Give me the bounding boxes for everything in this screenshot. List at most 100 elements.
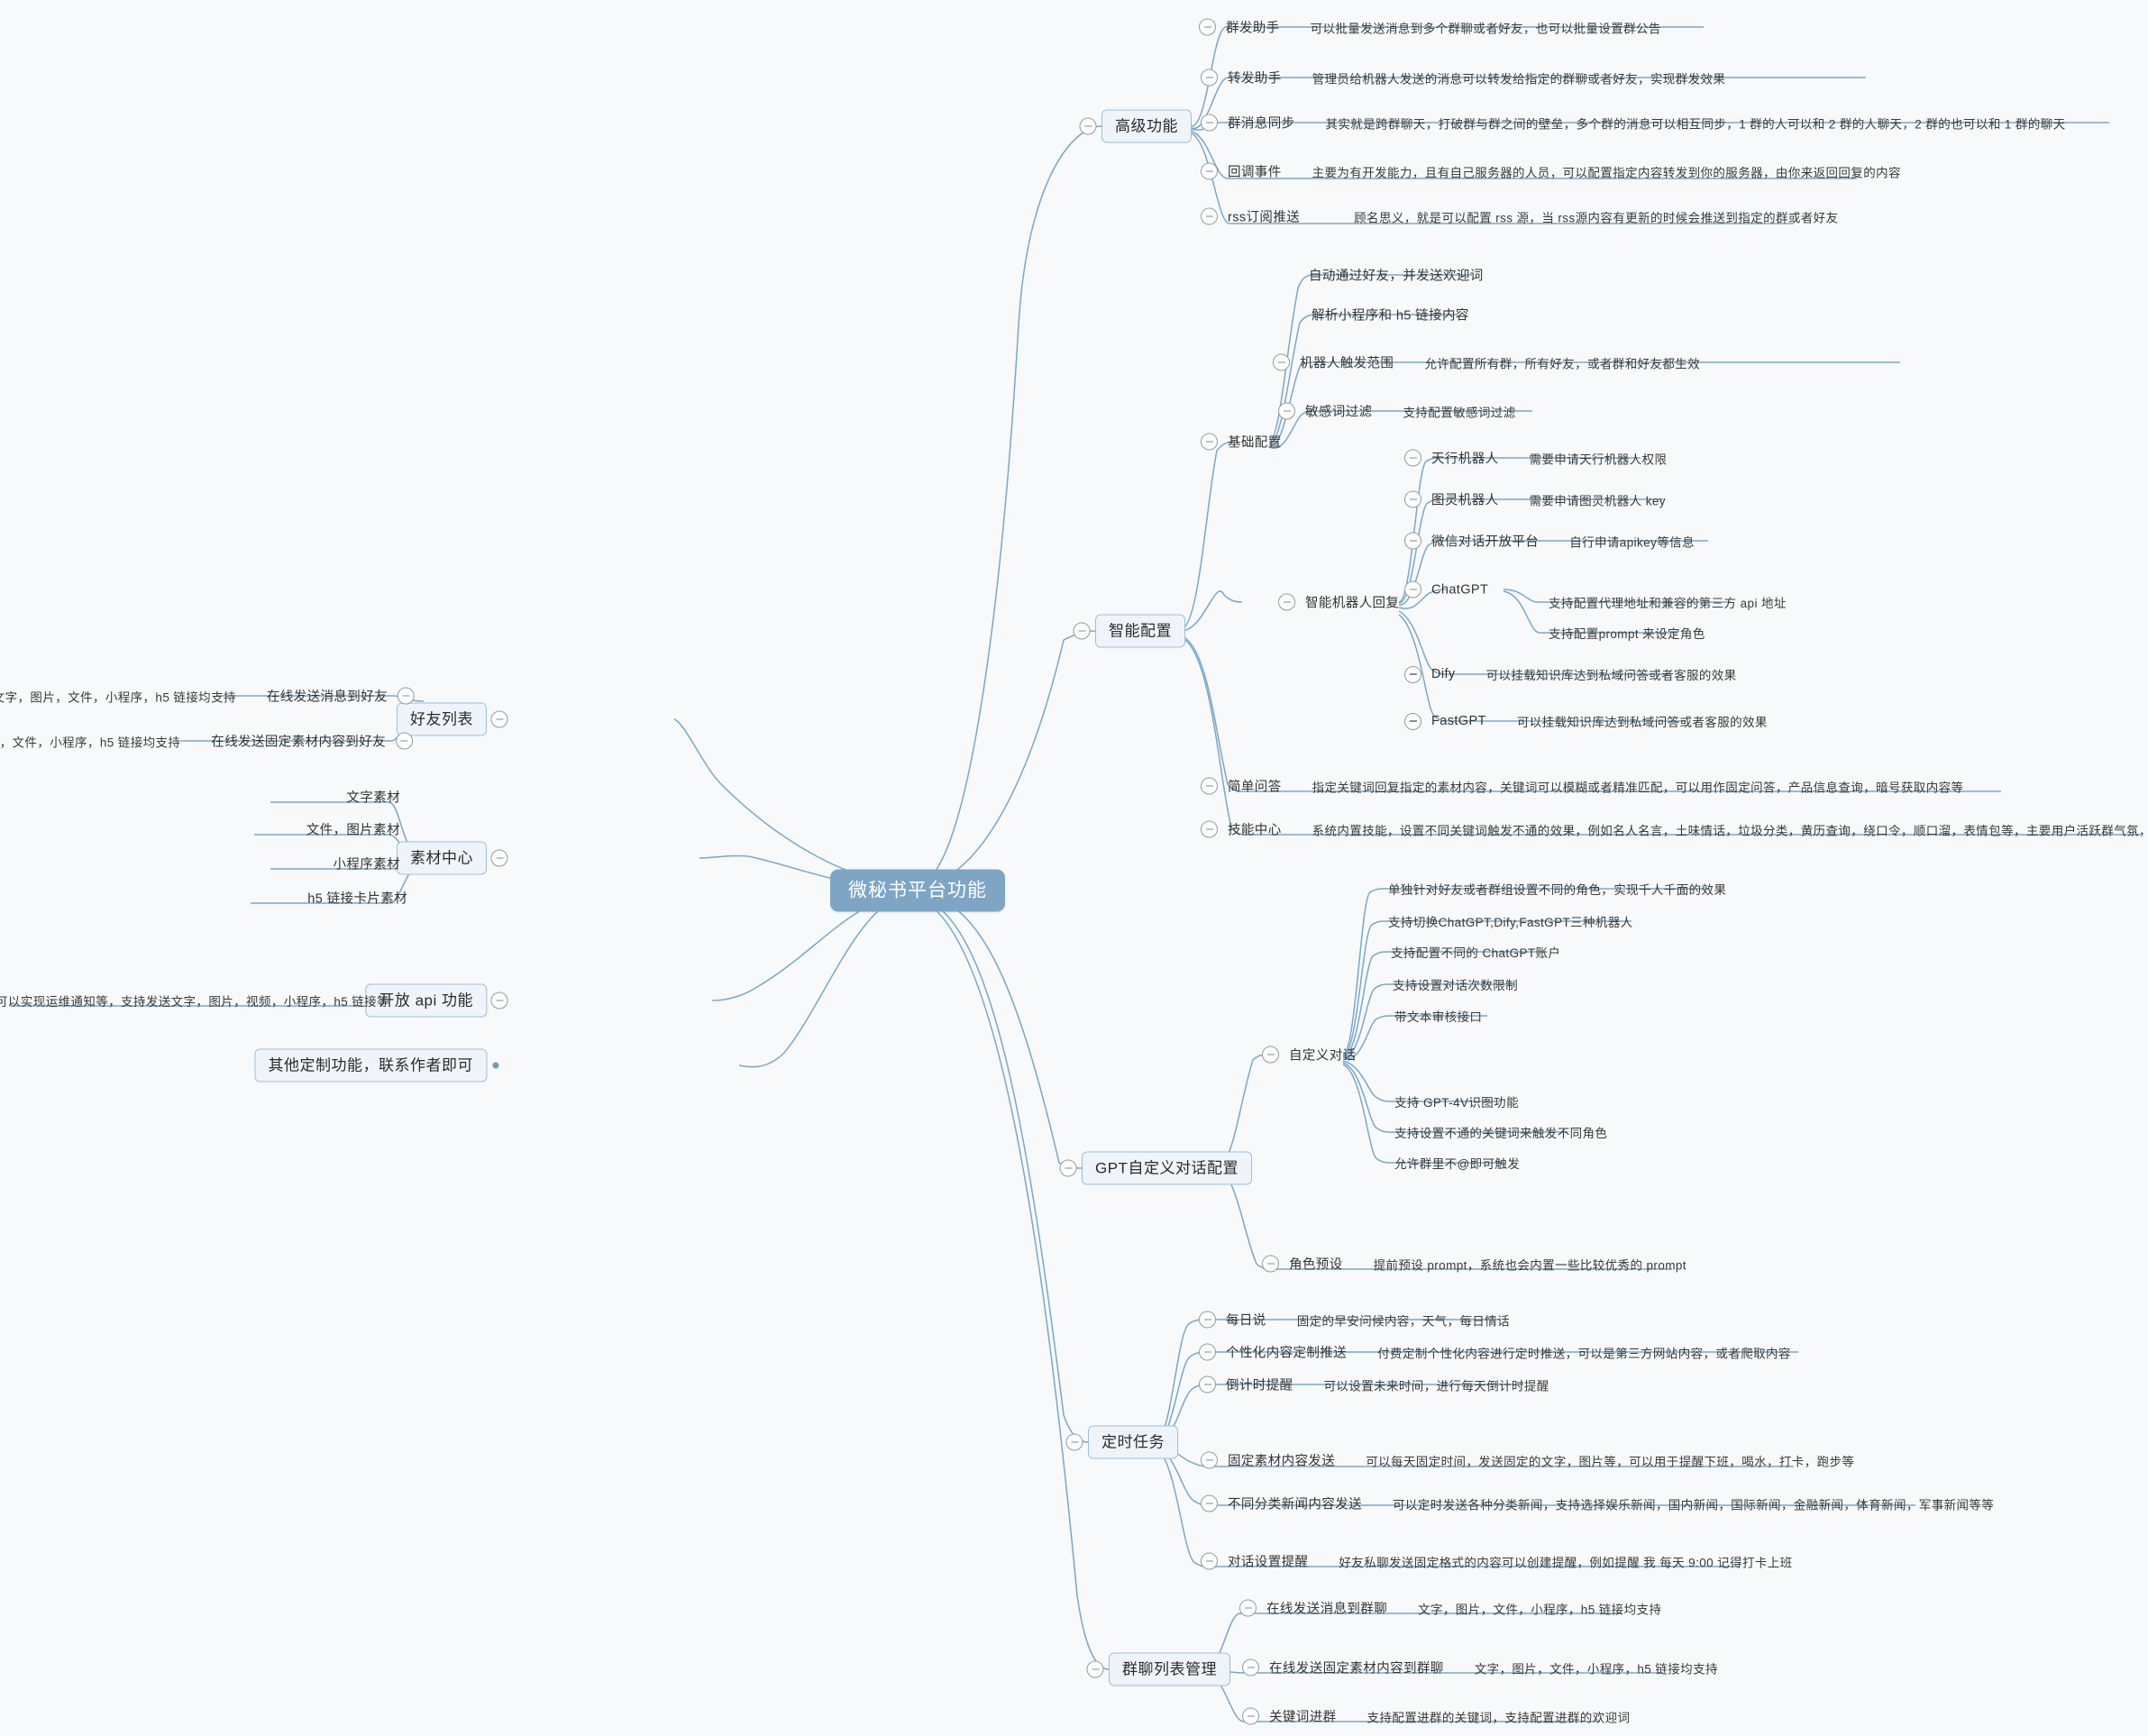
leaf-desc: 好友私聊发送固定格式的内容可以创建提醒，例如提醒 我 每天 9:00 记得打卡上…	[1339, 1556, 1793, 1569]
collapse-minus-icon[interactable]	[1278, 402, 1295, 420]
list-item[interactable]: 在线发送消息到群聊 文字，图片，文件，小程序，h5 链接均支持	[1239, 1599, 1661, 1618]
branch-open-api[interactable]: 开放 api 功能	[365, 983, 487, 1018]
list-item[interactable]: 个性化内容定制推送 付费定制个性化内容进行定时推送，可以是第三方网站内容，或者爬…	[1199, 1343, 1791, 1362]
list-item[interactable]: 关键词进群 支持配置进群的关键词，支持配置进群的欢迎词	[1242, 1707, 1630, 1726]
collapse-minus-icon[interactable]	[1404, 712, 1421, 730]
list-item-chatgpt[interactable]: ChatGPT	[1404, 580, 1488, 598]
list-item[interactable]: FastGPT 可以挂载知识库达到私域问答或者客服的效果	[1404, 712, 1768, 730]
branch-advanced-features[interactable]: 高级功能	[1101, 109, 1192, 143]
collapse-minus-icon[interactable]	[1404, 580, 1421, 598]
list-item[interactable]: 转发助手 管理员给机器人发送的消息可以转发给指定的群聊或者好友，实现群发效果	[1201, 69, 1725, 87]
branch-material-center[interactable]: 素材中心	[397, 841, 487, 875]
branch-friend-list[interactable]: 好友列表	[397, 702, 487, 736]
list-item[interactable]: 每日说 固定的早安问候内容，天气，每日情话	[1199, 1311, 1510, 1329]
sub-branch-basic-config[interactable]: 基础配置	[1201, 433, 1282, 452]
list-item[interactable]: 不同分类新闻内容发送 可以定时发送各种分类新闻，支持选择娱乐新闻，国内新闻，国际…	[1201, 1494, 1994, 1513]
collapse-minus-icon[interactable]	[490, 849, 508, 867]
collapse-minus-icon[interactable]	[1199, 1311, 1216, 1329]
collapse-minus-icon[interactable]	[1059, 1159, 1077, 1177]
collapse-minus-icon[interactable]	[1201, 114, 1218, 132]
list-item[interactable]: 回调事件 主要为有开发能力，且有自己服务器的人员，可以配置指定内容转发到你的服务…	[1201, 162, 1901, 181]
list-item[interactable]: 群消息同步 其实就是跨群聊天，打破群与群之间的壁垒，多个群的消息可以相互同步，1…	[1201, 114, 2066, 132]
sub-branch-custom-dialog[interactable]: 自定义对话	[1262, 1046, 1357, 1064]
collapse-minus-icon[interactable]	[1262, 1046, 1279, 1064]
collapse-minus-icon[interactable]	[1273, 353, 1290, 371]
list-item[interactable]: 带文本审核接口	[1394, 1007, 1482, 1025]
list-item[interactable]: 文字，图片，文件，小程序，h5 链接均支持 在线发送消息到好友	[0, 687, 415, 706]
branch-smart-config[interactable]: 智能配置	[1095, 614, 1185, 648]
list-item[interactable]: 简单问答 指定关键词回复指定的素材内容，关键词可以模糊或者精准匹配，可以用作固定…	[1201, 777, 1963, 796]
list-item[interactable]: 支持配置prompt 来设定角色	[1549, 624, 1705, 642]
root-node[interactable]: 微秘书平台功能	[830, 869, 1005, 912]
collapse-minus-icon[interactable]	[1239, 1599, 1257, 1617]
collapse-minus-icon[interactable]	[1201, 1552, 1218, 1570]
list-item[interactable]: 群发助手 可以批量发送消息到多个群聊或者好友，也可以批量设置群公告	[1199, 18, 1661, 37]
list-item[interactable]: 支持配置代理地址和兼容的第三方 api 地址	[1549, 593, 1787, 611]
collapse-minus-icon[interactable]	[490, 710, 508, 728]
collapse-minus-icon[interactable]	[1201, 433, 1218, 451]
list-item[interactable]: 固定素材内容发送 可以每天固定时间，发送固定的文字，图片等，可以用于提醒下班，喝…	[1201, 1451, 1854, 1470]
list-item[interactable]: 对话设置提醒 好友私聊发送固定格式的内容可以创建提醒，例如提醒 我 每天 9:0…	[1201, 1552, 1793, 1571]
collapse-minus-icon[interactable]	[1065, 1433, 1083, 1451]
branch-scheduled-task[interactable]: 定时任务	[1088, 1425, 1178, 1459]
list-item[interactable]: 任意系统调用接口发送消息到群聊和好友，可以实现运维通知等，支持发送文字，图片，视…	[0, 991, 389, 1010]
collapse-minus-icon[interactable]	[398, 687, 415, 705]
list-item[interactable]: 微信对话开放平台 自行申请apikey等信息	[1404, 532, 1695, 551]
collapse-minus-icon[interactable]	[1404, 490, 1421, 508]
list-item[interactable]: 角色预设 提前预设 prompt，系统也会内置一些比较优秀的 prompt	[1262, 1255, 1686, 1274]
leaf-title: FastGPT	[1431, 714, 1486, 728]
list-item[interactable]: 自动通过好友，并发送欢迎词	[1309, 266, 1484, 285]
list-item[interactable]: 机器人触发范围 允许配置所有群，所有好友，或者群和好友都生效	[1273, 353, 1700, 372]
list-item[interactable]: 文字，图片，文件，小程序，h5 链接均支持 在线发送固定素材内容到好友	[0, 732, 413, 751]
list-item[interactable]: 小程序素材	[334, 854, 401, 873]
collapse-minus-icon[interactable]	[1073, 622, 1091, 640]
collapse-minus-icon[interactable]	[1086, 1660, 1104, 1678]
collapse-minus-icon[interactable]	[1201, 1494, 1218, 1512]
collapse-minus-icon[interactable]	[490, 991, 508, 1010]
collapse-minus-icon[interactable]	[1079, 117, 1097, 135]
list-item[interactable]: 图灵机器人 需要申请图灵机器人 key	[1404, 490, 1666, 509]
collapse-minus-icon[interactable]	[1278, 593, 1295, 611]
collapse-minus-icon[interactable]	[1404, 665, 1421, 683]
list-item[interactable]: 技能中心 系统内置技能，设置不同关键词触发不通的效果，例如名人名言，土味情话，垃…	[1201, 820, 2148, 839]
branch-custom-other[interactable]: 其他定制功能，联系作者即可	[254, 1048, 487, 1083]
collapse-minus-icon[interactable]	[396, 732, 413, 750]
collapse-minus-icon[interactable]	[1242, 1658, 1259, 1677]
leaf-title: 在线发送消息到好友	[266, 690, 388, 705]
collapse-minus-icon[interactable]	[1404, 532, 1421, 550]
leaf-title: 倒计时提醒	[1226, 1378, 1293, 1393]
collapse-minus-icon[interactable]	[1199, 1343, 1216, 1361]
collapse-minus-icon[interactable]	[1404, 449, 1421, 467]
list-item[interactable]: 支持设置对话次数限制	[1393, 975, 1518, 993]
collapse-minus-icon[interactable]	[1199, 18, 1216, 36]
list-item[interactable]: 天行机器人 需要申请天行机器人权限	[1404, 449, 1667, 468]
list-item[interactable]: 支持设置不通的关键词来触发不同角色	[1394, 1123, 1607, 1141]
collapse-minus-icon[interactable]	[1242, 1707, 1259, 1725]
list-item[interactable]: 支持切换ChatGPT,Dify,FastGPT三种机器人	[1388, 912, 1633, 930]
list-item[interactable]: 在线发送固定素材内容到群聊 文字，图片，文件，小程序，h5 链接均支持	[1242, 1658, 1718, 1677]
collapse-minus-icon[interactable]	[1201, 162, 1218, 180]
collapse-minus-icon[interactable]	[1201, 777, 1218, 795]
branch-gpt-config[interactable]: GPT自定义对话配置	[1082, 1151, 1252, 1185]
list-item[interactable]: 文字素材	[346, 788, 400, 807]
list-item[interactable]: rss订阅推送 顾名思义，就是可以配置 rss 源，当 rss源内容有更新的时候…	[1201, 207, 1838, 226]
list-item[interactable]: 支持配置不同的 ChatGPT账户	[1391, 943, 1560, 961]
collapse-minus-icon[interactable]	[1201, 820, 1218, 838]
list-item[interactable]: 解析小程序和 h5 链接内容	[1312, 306, 1469, 324]
collapse-minus-icon[interactable]	[1201, 69, 1218, 87]
list-item[interactable]: h5 链接卡片素材	[307, 889, 407, 908]
list-item[interactable]: Dify 可以挂载知识库达到私域问答或者客服的效果	[1404, 665, 1737, 683]
list-item[interactable]: 倒计时提醒 可以设置未来时间，进行每天倒计时提醒	[1199, 1375, 1549, 1394]
list-item[interactable]: 文件，图片素材	[306, 820, 400, 839]
branch-group-management[interactable]: 群聊列表管理	[1109, 1652, 1230, 1686]
sub-branch-robot-reply[interactable]: 智能机器人回复	[1278, 593, 1399, 612]
collapse-minus-icon[interactable]	[1201, 207, 1218, 225]
list-item[interactable]: 允许群里不@即可触发	[1394, 1154, 1520, 1172]
list-item[interactable]: 单独针对好友或者群组设置不同的角色，实现千人千面的效果	[1388, 880, 1726, 898]
list-item[interactable]: 敏感词过滤 支持配置敏感词过滤	[1278, 402, 1516, 421]
collapse-minus-icon[interactable]	[1201, 1451, 1218, 1469]
collapse-minus-icon[interactable]	[1199, 1375, 1216, 1393]
collapse-minus-icon[interactable]	[1262, 1255, 1279, 1273]
list-item[interactable]: 支持 GPT-4V识图功能	[1394, 1092, 1519, 1110]
